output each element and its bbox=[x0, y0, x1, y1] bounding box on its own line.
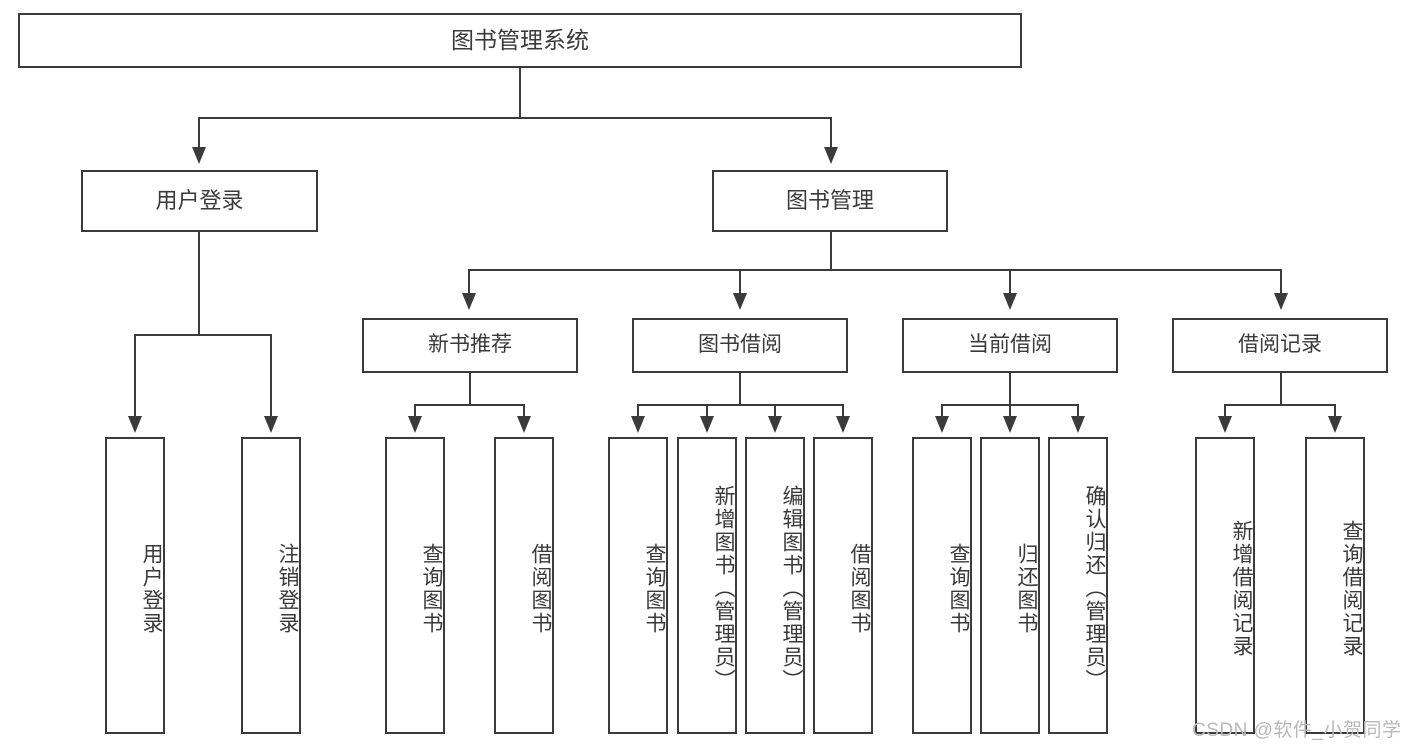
connector-drop-book-manage bbox=[830, 117, 832, 149]
node-label: 借阅图书 bbox=[848, 542, 871, 635]
csdn-watermark: CSDN @软件_小贺同学 bbox=[1192, 720, 1402, 741]
node-label: 借阅图书 bbox=[529, 542, 552, 635]
arrowhead-leaf-logout-login bbox=[264, 416, 278, 433]
node-label: 注销登录 bbox=[276, 542, 299, 635]
connector-borrow-record-bus bbox=[1224, 404, 1336, 406]
node-book-borrow[interactable]: 图书借阅 bbox=[632, 318, 848, 373]
node-label: 用户登录 bbox=[155, 188, 244, 214]
arrowhead-new-book-recommend bbox=[462, 293, 476, 310]
connector-drop-new-book-recommend bbox=[468, 269, 470, 295]
node-leaf-borrow-book-1[interactable]: 借阅图书 bbox=[494, 437, 554, 734]
node-user-login[interactable]: 用户登录 bbox=[81, 170, 318, 232]
arrowhead-leaf-confirm-return bbox=[1071, 416, 1085, 433]
arrowhead-leaf-query-book-1 bbox=[408, 416, 422, 433]
node-label: 图书管理系统 bbox=[451, 26, 589, 53]
node-leaf-user-login[interactable]: 用户登录 bbox=[105, 437, 165, 734]
connector-user-login-stem bbox=[198, 232, 200, 336]
node-new-book-recommend[interactable]: 新书推荐 bbox=[362, 318, 578, 373]
node-leaf-add-book[interactable]: 新增图书（管理员） bbox=[677, 437, 737, 734]
node-root-book-management-system[interactable]: 图书管理系统 bbox=[18, 13, 1022, 68]
connector-book-manage-stem bbox=[830, 232, 832, 271]
connector-book-borrow-stem bbox=[739, 373, 741, 406]
connector-drop-leaf-user-login bbox=[134, 334, 136, 418]
node-label: 借阅记录 bbox=[1238, 333, 1322, 357]
connector-drop-leaf-borrow-book-1 bbox=[523, 404, 525, 418]
connector-drop-current-borrow bbox=[1009, 269, 1011, 295]
node-leaf-borrow-book-2[interactable]: 借阅图书 bbox=[813, 437, 873, 734]
arrowhead-current-borrow bbox=[1003, 293, 1017, 310]
connector-drop-leaf-query-book-3 bbox=[941, 404, 943, 418]
connector-drop-leaf-confirm-return bbox=[1077, 404, 1079, 418]
connector-drop-leaf-query-book-2 bbox=[637, 404, 639, 418]
connector-current-borrow-stem bbox=[1009, 373, 1011, 406]
connector-user-login-bus bbox=[134, 334, 271, 336]
node-label: 确认归还（管理员） bbox=[1083, 485, 1106, 692]
arrowhead-borrow-record bbox=[1274, 293, 1288, 310]
arrowhead-leaf-user-login bbox=[128, 416, 142, 433]
node-leaf-confirm-return[interactable]: 确认归还（管理员） bbox=[1048, 437, 1108, 734]
connector-new-book-recommend-bus bbox=[414, 404, 524, 406]
node-leaf-logout-login[interactable]: 注销登录 bbox=[241, 437, 301, 734]
connector-drop-leaf-query-record bbox=[1334, 404, 1336, 418]
connector-drop-user-login bbox=[198, 117, 200, 149]
node-leaf-query-book-3[interactable]: 查询图书 bbox=[912, 437, 972, 734]
node-leaf-add-record[interactable]: 新增借阅记录 bbox=[1195, 437, 1255, 734]
arrowhead-leaf-query-book-2 bbox=[631, 416, 645, 433]
connector-drop-borrow-record bbox=[1280, 269, 1282, 295]
node-label: 查询借阅记录 bbox=[1340, 519, 1363, 658]
node-label: 查询图书 bbox=[643, 542, 666, 635]
connector-drop-leaf-logout-login bbox=[270, 334, 272, 418]
node-label: 新书推荐 bbox=[428, 333, 512, 357]
node-leaf-query-book-2[interactable]: 查询图书 bbox=[608, 437, 668, 734]
arrowhead-leaf-borrow-book-2 bbox=[836, 416, 850, 433]
arrowhead-leaf-query-record bbox=[1328, 416, 1342, 433]
arrowhead-book-borrow bbox=[733, 293, 747, 310]
connector-drop-leaf-return-book bbox=[1009, 404, 1011, 418]
node-leaf-query-book-1[interactable]: 查询图书 bbox=[385, 437, 445, 734]
connector-new-book-recommend-stem bbox=[469, 373, 471, 406]
node-book-manage[interactable]: 图书管理 bbox=[712, 170, 948, 232]
node-leaf-return-book[interactable]: 归还图书 bbox=[980, 437, 1040, 734]
node-leaf-query-record[interactable]: 查询借阅记录 bbox=[1305, 437, 1365, 734]
connector-borrow-record-stem bbox=[1280, 373, 1282, 406]
connector-level3-bus bbox=[468, 269, 1282, 271]
connector-drop-leaf-borrow-book-2 bbox=[842, 404, 844, 418]
connector-level2-bus bbox=[198, 117, 832, 119]
node-label: 当前借阅 bbox=[968, 333, 1052, 357]
arrowhead-leaf-add-record bbox=[1218, 416, 1232, 433]
arrowhead-leaf-borrow-book-1 bbox=[517, 416, 531, 433]
node-label: 归还图书 bbox=[1015, 542, 1038, 635]
node-leaf-edit-book[interactable]: 编辑图书（管理员） bbox=[745, 437, 805, 734]
node-label: 图书管理 bbox=[785, 188, 874, 214]
connector-drop-book-borrow bbox=[739, 269, 741, 295]
connector-book-borrow-bus bbox=[637, 404, 843, 406]
arrowhead-leaf-add-book bbox=[700, 416, 714, 433]
node-label: 图书借阅 bbox=[698, 333, 782, 357]
arrowhead-leaf-query-book-3 bbox=[935, 416, 949, 433]
connector-root-stem bbox=[519, 68, 521, 118]
arrowhead-book-manage bbox=[824, 147, 838, 164]
node-borrow-record[interactable]: 借阅记录 bbox=[1172, 318, 1388, 373]
node-label: 新增图书（管理员） bbox=[712, 485, 735, 692]
connector-drop-leaf-query-book-1 bbox=[414, 404, 416, 418]
node-label: 查询图书 bbox=[947, 542, 970, 635]
arrowhead-leaf-edit-book bbox=[768, 416, 782, 433]
node-label: 编辑图书（管理员） bbox=[780, 485, 803, 692]
node-label: 用户登录 bbox=[140, 542, 163, 635]
arrowhead-leaf-return-book bbox=[1003, 416, 1017, 433]
node-current-borrow[interactable]: 当前借阅 bbox=[902, 318, 1118, 373]
arrowhead-user-login bbox=[192, 147, 206, 164]
connector-drop-leaf-add-book bbox=[706, 404, 708, 418]
node-label: 查询图书 bbox=[420, 542, 443, 635]
connector-drop-leaf-edit-book bbox=[774, 404, 776, 418]
connector-drop-leaf-add-record bbox=[1224, 404, 1226, 418]
node-label: 新增借阅记录 bbox=[1230, 519, 1253, 658]
